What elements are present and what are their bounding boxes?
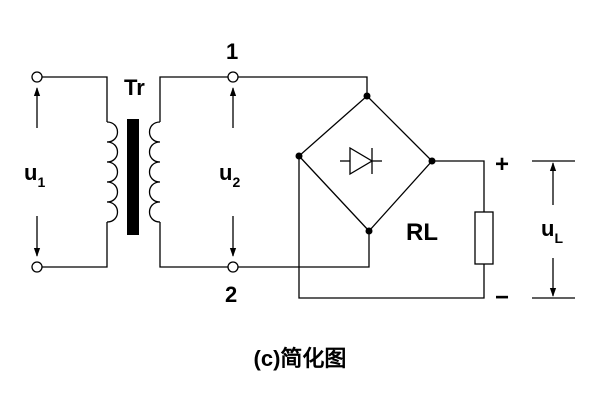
terminal-1-label: 1	[226, 39, 238, 64]
load-label: RL	[406, 219, 438, 246]
input-terminal-bottom	[31, 261, 43, 273]
primary-top-wire	[42, 76, 108, 122]
plus-sign: +	[495, 151, 509, 178]
input-voltage-label: u1	[24, 160, 45, 190]
terminal-1	[227, 71, 239, 83]
transformer-label: Tr	[124, 75, 145, 100]
primary-coil	[106, 121, 119, 223]
terminal-2-to-bridge-wire	[238, 231, 370, 268]
input-terminal-top	[31, 71, 43, 83]
bridge-rectifier	[238, 76, 436, 268]
bridge-node-bottom	[365, 227, 373, 235]
primary-bottom-wire	[42, 222, 108, 268]
secondary-bottom-wire	[159, 222, 228, 268]
input-voltage-subscript: 1	[37, 174, 45, 190]
secondary-top-wire	[159, 76, 228, 122]
terminal-2-label: 2	[225, 282, 237, 307]
load-resistor	[474, 211, 494, 265]
secondary-voltage-subscript: 2	[232, 174, 240, 190]
output-voltage-label: uL	[541, 216, 563, 246]
bridge-node-top	[363, 92, 371, 100]
output-positive-wire	[432, 160, 485, 212]
figure-caption: (c)简化图	[254, 346, 347, 371]
transformer-core	[127, 119, 139, 235]
load-circuit	[298, 156, 575, 299]
terminal-2	[227, 261, 239, 273]
output-negative-wire	[298, 156, 485, 299]
diode-symbol	[340, 146, 382, 176]
secondary-voltage-label: u2	[219, 160, 240, 190]
terminal-1-to-bridge-wire	[238, 76, 368, 96]
output-voltage-subscript: L	[554, 230, 563, 246]
secondary-coil	[148, 121, 161, 223]
primary-circuit	[31, 71, 119, 273]
minus-sign: −	[495, 284, 509, 311]
